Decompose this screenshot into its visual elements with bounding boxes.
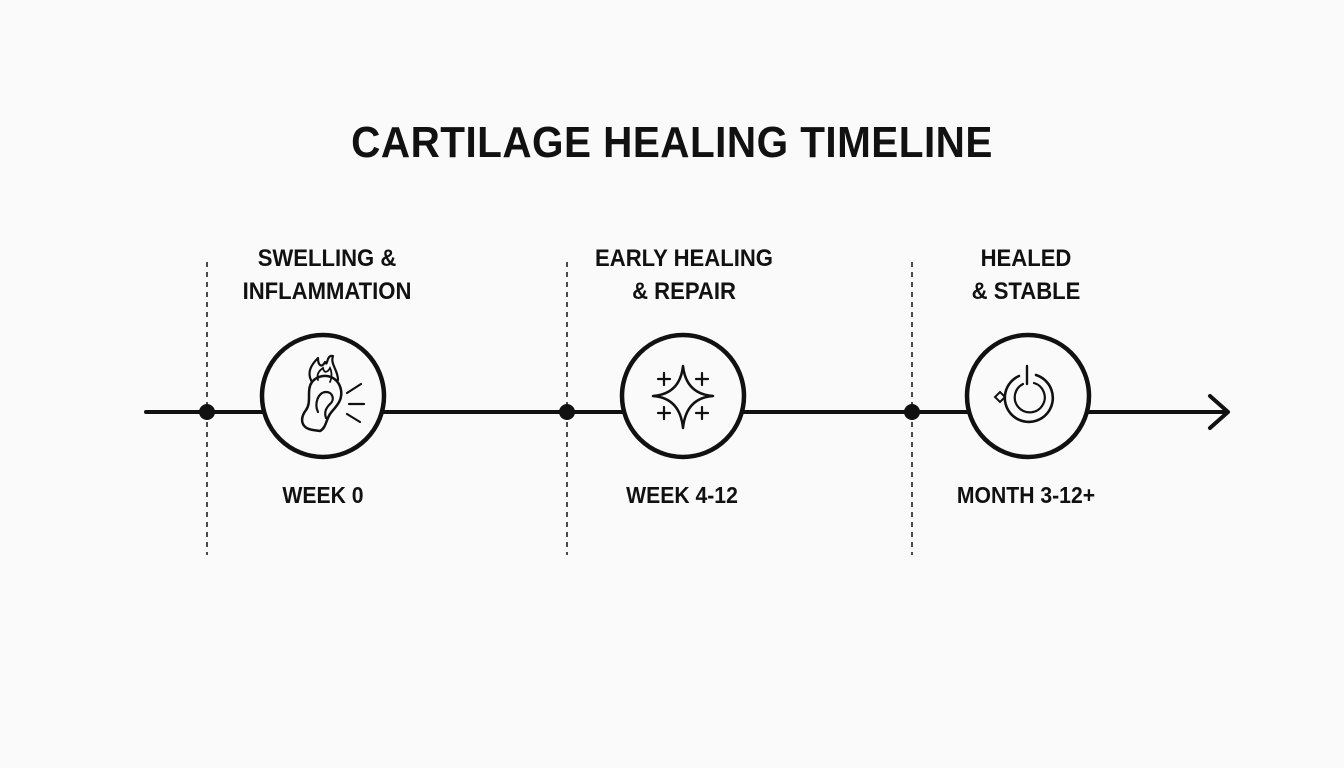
time-label-week-0: WEEK 0: [282, 482, 364, 508]
milestone-dot-1: [199, 404, 215, 420]
stage-label-line1: EARLY HEALING: [595, 245, 773, 272]
stage-label-early-healing: EARLY HEALING & REPAIR: [574, 242, 795, 308]
page-title: CARTILAGE HEALING TIMELINE: [351, 118, 993, 167]
arrow-head-icon: [1208, 394, 1230, 430]
healed-ring-icon: [964, 332, 1092, 460]
time-label-week-4-12: WEEK 4-12: [626, 482, 738, 508]
sparkle-icon: [619, 332, 747, 460]
stage-label-inflammation: SWELLING & INFLAMMATION: [217, 242, 438, 308]
stage-label-line1: HEALED: [980, 245, 1072, 272]
stage-label-line2: & REPAIR: [632, 278, 736, 305]
stage-label-line1: SWELLING &: [257, 245, 397, 272]
inflamed-ear-icon: [259, 332, 387, 460]
time-label-month-3-12: MONTH 3-12+: [956, 482, 1096, 508]
stage-label-line2: & STABLE: [971, 278, 1081, 305]
milestone-dot-3: [904, 404, 920, 420]
stage-label-line2: INFLAMMATION: [242, 278, 412, 305]
milestone-dot-2: [559, 404, 575, 420]
stage-label-healed: HEALED & STABLE: [916, 242, 1137, 308]
